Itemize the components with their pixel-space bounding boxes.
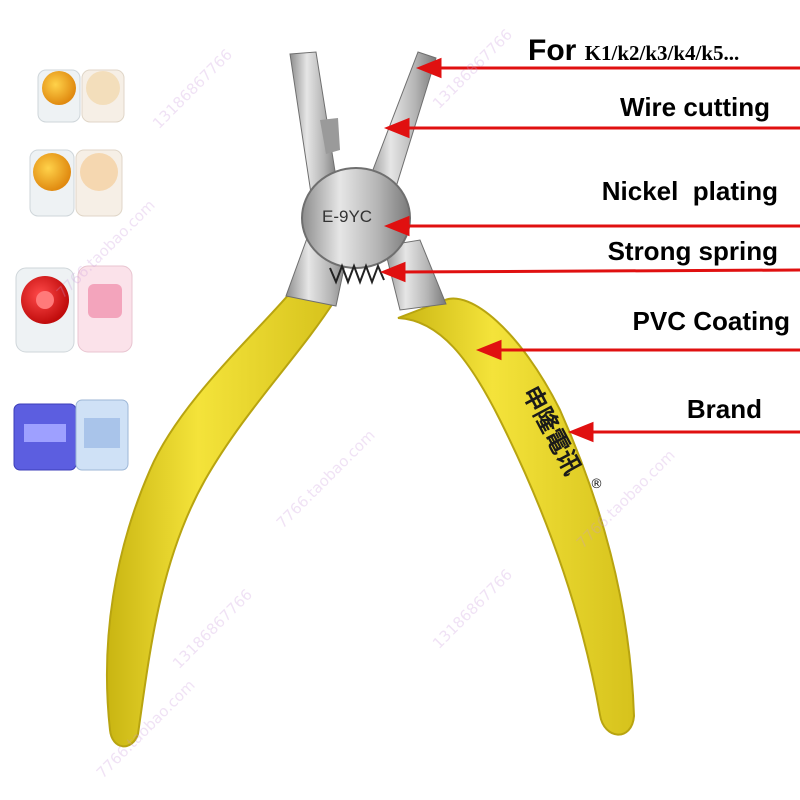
connector-k4-pair [13,399,129,471]
arrowhead-pvc [475,339,502,361]
label-brand: Brand [686,394,762,424]
label-wire-cutting: Wire cutting [620,92,770,122]
arrowhead-brand [567,421,594,443]
callout-arrows [379,57,800,443]
connector-k3-pair [15,265,133,353]
connector-k1-pair [37,69,125,123]
wire-cutter-notch [320,118,340,154]
spring [329,263,385,285]
label-for-models: For K1/k2/k3/k4/k5... [528,34,739,68]
pivot-joint [301,167,411,269]
arrow-spring [395,268,800,274]
left-handle [106,284,337,748]
arrowhead-nickel [383,215,410,237]
label-model-list: K1/k2/k3/k4/k5... [584,41,740,65]
model-stamp: E-9YC [322,207,372,226]
label-nickel-plating: Nickel plating [601,176,778,206]
arrowhead-wire-cutting [383,117,410,139]
label-strong-spring: Strong spring [607,236,778,266]
registered-mark: ® [590,477,603,492]
connector-k2-pair [29,149,123,217]
right-handle [397,297,636,736]
arrowhead-spring [379,261,406,283]
label-for-prefix: For [528,34,577,67]
label-pvc-coating: PVC Coating [632,306,790,336]
arrowhead-for [415,57,442,79]
right-neck [383,239,447,311]
